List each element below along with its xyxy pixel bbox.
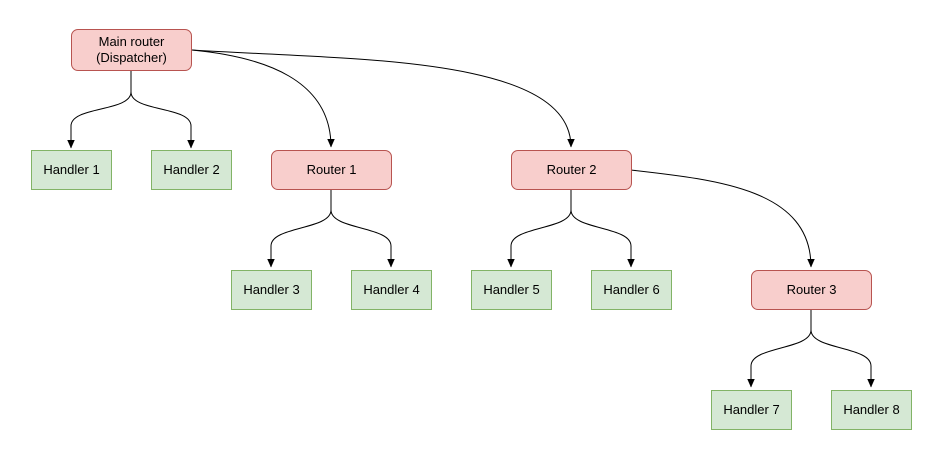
- edge-router2-to-router3: [630, 169, 815, 268]
- edge-router3-to-handler7: [747, 310, 812, 388]
- node-handler-4-label: Handler 4: [363, 282, 420, 297]
- edge-router2-to-handler5: [507, 190, 572, 268]
- node-handler-7-label: Handler 7: [723, 402, 780, 417]
- node-router-2: Router 2: [511, 150, 632, 190]
- node-handler-6: Handler 6: [591, 270, 672, 310]
- node-handler-4: Handler 4: [351, 270, 432, 310]
- node-handler-6-label: Handler 6: [603, 282, 660, 297]
- edge-main-to-handler1: [67, 71, 132, 149]
- node-router-3-label: Router 3: [786, 282, 837, 297]
- node-handler-8: Handler 8: [831, 390, 912, 430]
- edge-router2-to-handler6: [570, 190, 635, 268]
- node-handler-5-label: Handler 5: [483, 282, 540, 297]
- edge-router1-to-handler3: [267, 190, 332, 268]
- node-handler-3-label: Handler 3: [243, 282, 300, 297]
- edge-router1-to-handler4: [330, 190, 395, 268]
- node-router-1: Router 1: [271, 150, 392, 190]
- node-handler-2-label: Handler 2: [163, 162, 220, 177]
- node-handler-1: Handler 1: [31, 150, 112, 190]
- node-handler-3: Handler 3: [231, 270, 312, 310]
- node-handler-1-label: Handler 1: [43, 162, 100, 177]
- node-handler-8-label: Handler 8: [843, 402, 900, 417]
- edge-main-to-router2: [191, 49, 575, 148]
- edge-main-to-handler2: [130, 71, 195, 149]
- node-router-3: Router 3: [751, 270, 872, 310]
- node-handler-2: Handler 2: [151, 150, 232, 190]
- node-main-router-label: Main router (Dispatcher): [96, 34, 167, 65]
- node-handler-5: Handler 5: [471, 270, 552, 310]
- node-main-router: Main router (Dispatcher): [71, 29, 192, 71]
- node-handler-7: Handler 7: [711, 390, 792, 430]
- edge-main-to-router1: [191, 49, 335, 148]
- node-router-1-label: Router 1: [306, 162, 357, 177]
- edge-router3-to-handler8: [810, 310, 875, 388]
- node-router-2-label: Router 2: [546, 162, 597, 177]
